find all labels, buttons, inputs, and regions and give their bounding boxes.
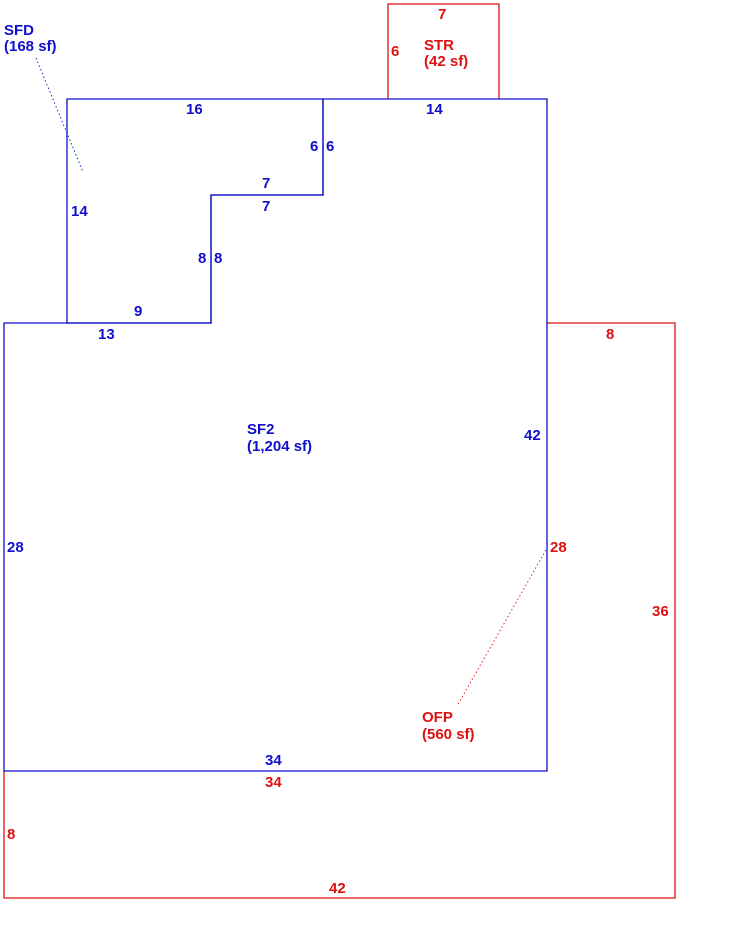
ofp-label: OFP xyxy=(422,709,453,726)
dim-sf2-left: 28 xyxy=(7,539,24,556)
ofp-leader-line xyxy=(456,549,547,707)
dim-sfd-bottom: 9 xyxy=(134,303,142,320)
sfd-area: (168 sf) xyxy=(4,38,57,55)
dim-ofp-left: 8 xyxy=(7,826,15,843)
dim-sfd-left: 14 xyxy=(71,203,88,220)
dim-sf2-top-left: 13 xyxy=(98,326,115,343)
dim-sf2-right: 42 xyxy=(524,427,541,444)
dim-sfd-right-upper: 6 xyxy=(310,138,318,155)
dim-sf2-step-inner-top: 7 xyxy=(262,198,270,215)
dim-sfd-step-top: 7 xyxy=(262,175,270,192)
str-label: STR xyxy=(424,37,454,54)
dim-sf2-step-outer-side: 6 xyxy=(326,138,334,155)
dim-ofp-bottom: 42 xyxy=(329,880,346,897)
dim-sf2-top-right: 14 xyxy=(426,101,443,118)
dim-sf2-step-inner-side: 8 xyxy=(214,250,222,267)
ofp-outline xyxy=(3,322,676,899)
sfd-outline xyxy=(66,98,324,324)
dim-sfd-top: 16 xyxy=(186,101,203,118)
dim-ofp-inner-side: 28 xyxy=(550,539,567,556)
ofp-area: (560 sf) xyxy=(422,726,475,743)
sfd-label: SFD xyxy=(4,22,34,39)
sf2-area: (1,204 sf) xyxy=(247,438,312,455)
dim-str-left: 6 xyxy=(391,43,399,60)
sf2-label: SF2 xyxy=(247,421,275,438)
sf2-outline xyxy=(3,98,548,772)
dim-str-top: 7 xyxy=(438,6,446,23)
dim-ofp-inner-bottom: 34 xyxy=(265,774,282,791)
sfd-leader-line xyxy=(35,57,84,173)
dim-sfd-step-side: 8 xyxy=(198,250,206,267)
dim-ofp-top: 8 xyxy=(606,326,614,343)
str-area: (42 sf) xyxy=(424,53,468,70)
str-outline xyxy=(387,3,500,99)
dim-sf2-bottom: 34 xyxy=(265,752,282,769)
dim-ofp-right: 36 xyxy=(652,603,669,620)
